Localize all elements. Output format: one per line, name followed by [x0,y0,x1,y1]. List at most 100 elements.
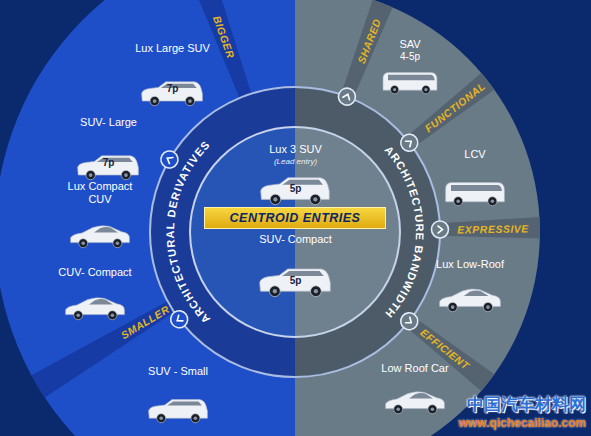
segment-detail: 7p [103,157,115,169]
vehicle-segment: Lux 3 SUV(Lead entry)5p [266,143,325,205]
ring-title: ARCHITECTURE BANDWIDTH [383,144,427,321]
car-hub [424,88,427,91]
car-wheel [394,405,403,414]
chevron-circle [167,307,191,331]
chevron-marker [397,309,421,333]
segment-detail: 4-5p [400,51,420,63]
segment-name: SAV [396,38,424,51]
watermark: 中国汽车材料网 [467,393,586,416]
car-hub [159,416,163,420]
car-hub [314,289,318,293]
vehicle-segment: SUV- Compact 5p [256,233,335,297]
vehicle-segment: Lux Compact CUV [60,180,140,248]
car-icon [446,183,505,206]
car-wheel [310,194,321,205]
segment-name: Lux 3 SUV [266,143,325,156]
car-hub [116,241,120,245]
car-hub [486,305,490,309]
chevron-mark [175,315,183,323]
segment-detail: 5p [290,183,302,195]
ring-outline [150,87,440,377]
car-window [409,393,433,398]
car-hub [273,289,277,293]
car-hub [313,197,317,201]
chevron-circle [397,131,421,155]
car-hub [451,305,455,309]
band-divider [440,217,540,238]
chevron-mark [166,155,173,163]
car-hub [431,407,435,411]
car-hub [81,241,85,245]
car-window [388,75,435,81]
car-wheel [86,170,95,179]
band-divider [405,316,494,391]
band-divider [31,301,174,397]
car-icon [142,82,203,106]
car-wheel [448,302,457,311]
segment-detail: 5p [290,275,302,287]
segment-name: Lux Large SUV [132,42,213,55]
car-wheel [108,311,117,320]
car-icon [71,226,130,248]
chevron-mark [438,226,443,233]
car-hub [456,199,460,203]
segment-name: Lux Low-Roof [433,258,507,271]
car-wheel [269,286,280,297]
car-window [89,299,113,304]
car-window [161,84,197,88]
chevron-circle [336,86,358,108]
vehicle-segment: LCV [461,148,489,206]
car-icon [149,400,208,423]
axis-label: EXPRESSIVE [457,222,529,235]
chevron-marker [431,221,448,238]
car-window [94,227,118,232]
car-wheel [191,414,200,423]
ring-title-path: ARCHITECTURAL DERIVATIVES [164,138,212,326]
car-wheel [488,197,497,206]
centroid-band: CENTROID ENTRIES [204,207,386,229]
car-wheel [422,85,430,93]
car-wheel [121,170,130,179]
ring-title-path: ARCHITECTURE BANDWIDTH [383,144,427,321]
car-window [97,158,133,162]
car-wheel [428,405,437,414]
chevron-marker [336,86,358,108]
car-hub [393,88,396,91]
vehicle-segment: Low Roof Car [378,362,452,414]
vehicle-segment: SUV- Large7p [77,116,140,180]
vehicle-segment: Lux Low-Roof [433,258,507,312]
car-icon [383,73,437,94]
car-icon [386,392,445,414]
vehicle-segment: SAV4-5p [396,38,424,94]
chevron-circle [397,309,421,333]
car-wheel [150,96,159,105]
watermark: www.qichecailiao.com [458,416,586,430]
chevron-circle [158,148,181,171]
chevron-marker [397,131,421,155]
chevron-marker [167,307,191,331]
car-wheel [113,239,122,248]
car-window [464,290,489,295]
car-hub [153,99,157,103]
car-icon [78,156,139,180]
car-window [451,185,502,191]
car-hub [491,199,495,203]
car-wheel [185,96,194,105]
inner-ring-left [150,87,295,377]
chevron-mark [406,317,414,325]
car-hub [396,407,400,411]
car-hub [89,173,93,177]
segment-name: SUV- Compact [256,233,335,246]
car-wheel [390,85,398,93]
segment-name: Low Roof Car [378,362,452,375]
ring-title: ARCHITECTURAL DERIVATIVES [164,138,212,326]
car-wheel [74,311,83,320]
car-wheel [79,239,88,248]
band-title: CENTROID ENTRIES [205,211,385,225]
car-wheel [454,197,463,206]
car-window [167,401,202,405]
car-wheel [310,286,321,297]
disk-outline [190,127,400,337]
car-window [282,180,323,185]
car-hub [124,173,128,177]
